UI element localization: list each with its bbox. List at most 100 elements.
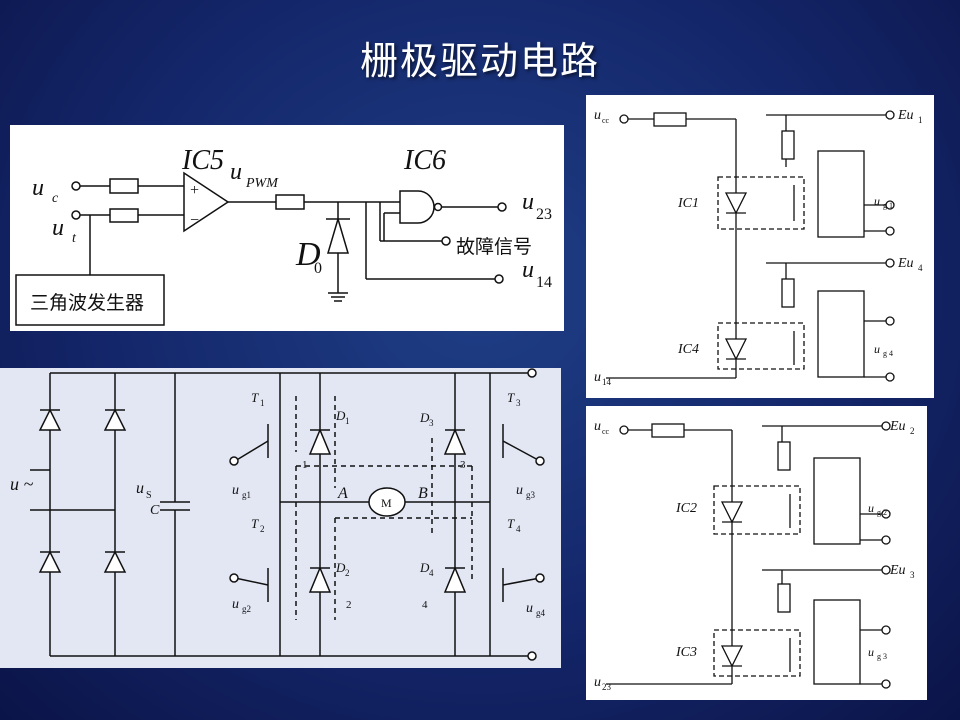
svg-text:g3: g3 bbox=[526, 490, 536, 500]
svg-text:2: 2 bbox=[345, 568, 350, 578]
u14-terminal bbox=[494, 274, 504, 284]
triangle-wave-generator-label: 三角波发生器 bbox=[30, 292, 144, 314]
svg-text:g 2: g 2 bbox=[877, 508, 887, 517]
svg-text:u: u bbox=[232, 597, 239, 612]
svg-text:Eu: Eu bbox=[889, 419, 906, 434]
svg-text:g2: g2 bbox=[242, 604, 251, 614]
svg-text:c: c bbox=[52, 191, 59, 206]
diode-d1 bbox=[308, 428, 332, 455]
svg-text:T: T bbox=[251, 516, 259, 531]
slide-title: 栅极驱动电路 bbox=[359, 39, 600, 83]
svg-text:Eu: Eu bbox=[897, 256, 914, 271]
svg-text:3: 3 bbox=[460, 459, 466, 471]
u23-label: u bbox=[522, 189, 534, 215]
svg-text:4: 4 bbox=[918, 263, 923, 273]
diode-d2 bbox=[308, 566, 332, 593]
svg-text:2: 2 bbox=[910, 426, 915, 436]
comparator-ic5 bbox=[183, 171, 230, 233]
rectifier-diode-1 bbox=[38, 408, 62, 431]
ic2-label: IC2 bbox=[675, 501, 697, 516]
nand-gate-ic6 bbox=[399, 190, 435, 224]
svg-text:D: D bbox=[419, 410, 430, 425]
rectifier-diode-4 bbox=[103, 550, 127, 573]
svg-text:u: u bbox=[136, 480, 144, 497]
svg-text:u: u bbox=[516, 483, 523, 498]
u23-terminal bbox=[497, 202, 507, 212]
svg-text:1: 1 bbox=[345, 416, 350, 426]
pwm-control-circuit-panel: IC5 IC6 u c u t u PWM + − D 0 u 23 u 14 … bbox=[10, 125, 564, 331]
u-ac-label: u ~ bbox=[10, 474, 34, 494]
pwm-control-schematic: IC5 IC6 u c u t u PWM + − D 0 u 23 u 14 … bbox=[15, 145, 552, 326]
svg-text:1: 1 bbox=[918, 115, 923, 125]
svg-text:23: 23 bbox=[536, 206, 552, 223]
diode-d4 bbox=[443, 566, 467, 593]
u14-label: u bbox=[522, 257, 534, 283]
svg-text:14: 14 bbox=[536, 274, 552, 291]
svg-text:cc: cc bbox=[602, 116, 610, 125]
svg-text:g 4: g 4 bbox=[883, 349, 893, 358]
svg-text:cc: cc bbox=[602, 427, 610, 436]
ic3-label: IC3 bbox=[675, 645, 697, 660]
svg-text:C: C bbox=[150, 503, 160, 518]
svg-text:T: T bbox=[251, 390, 259, 405]
diode-d3 bbox=[443, 428, 467, 455]
svg-text:4: 4 bbox=[422, 599, 428, 611]
svg-text:23: 23 bbox=[602, 682, 612, 692]
svg-text:T: T bbox=[507, 390, 515, 405]
fault-signal-label: 故障信号 bbox=[456, 236, 532, 258]
svg-text:u: u bbox=[874, 342, 880, 356]
svg-text:4: 4 bbox=[429, 568, 434, 578]
svg-text:u: u bbox=[594, 108, 601, 123]
uc-label: u bbox=[32, 175, 44, 201]
svg-text:g4: g4 bbox=[536, 608, 546, 618]
svg-text:D: D bbox=[335, 408, 346, 423]
ut-label: u bbox=[52, 215, 64, 241]
svg-text:3: 3 bbox=[516, 398, 521, 408]
svg-text:2: 2 bbox=[346, 599, 352, 611]
svg-text:u: u bbox=[594, 370, 601, 385]
d0-label: D bbox=[295, 236, 321, 273]
svg-text:3: 3 bbox=[429, 418, 434, 428]
svg-text:u: u bbox=[594, 419, 601, 434]
svg-text:u: u bbox=[526, 601, 533, 616]
svg-text:Eu: Eu bbox=[897, 108, 914, 123]
svg-text:g1: g1 bbox=[242, 490, 251, 500]
svg-text:t: t bbox=[72, 231, 77, 246]
svg-text:D: D bbox=[335, 560, 346, 575]
svg-text:S: S bbox=[146, 490, 152, 501]
rectifier-diode-2 bbox=[103, 408, 127, 431]
svg-text:g 3: g 3 bbox=[877, 652, 887, 661]
upwm-label: u bbox=[230, 159, 242, 185]
pwm-resistor bbox=[275, 194, 305, 210]
node-b-label: B bbox=[418, 485, 428, 502]
input-resistor-2 bbox=[109, 208, 139, 223]
svg-text:1: 1 bbox=[302, 459, 308, 471]
uc-terminal bbox=[71, 181, 81, 191]
svg-text:u: u bbox=[232, 483, 239, 498]
svg-text:0: 0 bbox=[314, 260, 322, 277]
svg-text:−: − bbox=[190, 212, 199, 229]
ic4-label: IC4 bbox=[677, 342, 699, 357]
fault-terminal bbox=[441, 236, 451, 246]
ic6-label: IC6 bbox=[403, 145, 446, 176]
svg-text:Eu: Eu bbox=[889, 563, 906, 578]
svg-text:u: u bbox=[868, 645, 874, 659]
svg-text:u: u bbox=[874, 194, 880, 208]
node-a-label: A bbox=[337, 485, 348, 502]
svg-text:2: 2 bbox=[260, 524, 265, 534]
triangle-wave-generator bbox=[15, 274, 165, 326]
svg-text:1: 1 bbox=[260, 398, 265, 408]
svg-text:u: u bbox=[868, 501, 874, 515]
svg-text:+: + bbox=[190, 182, 199, 199]
svg-text:3: 3 bbox=[910, 570, 915, 580]
diode-d0 bbox=[326, 216, 350, 254]
input-resistor-1 bbox=[109, 178, 139, 194]
svg-text:T: T bbox=[507, 516, 515, 531]
ic5-label: IC5 bbox=[181, 145, 224, 176]
svg-text:PWM: PWM bbox=[245, 176, 279, 191]
